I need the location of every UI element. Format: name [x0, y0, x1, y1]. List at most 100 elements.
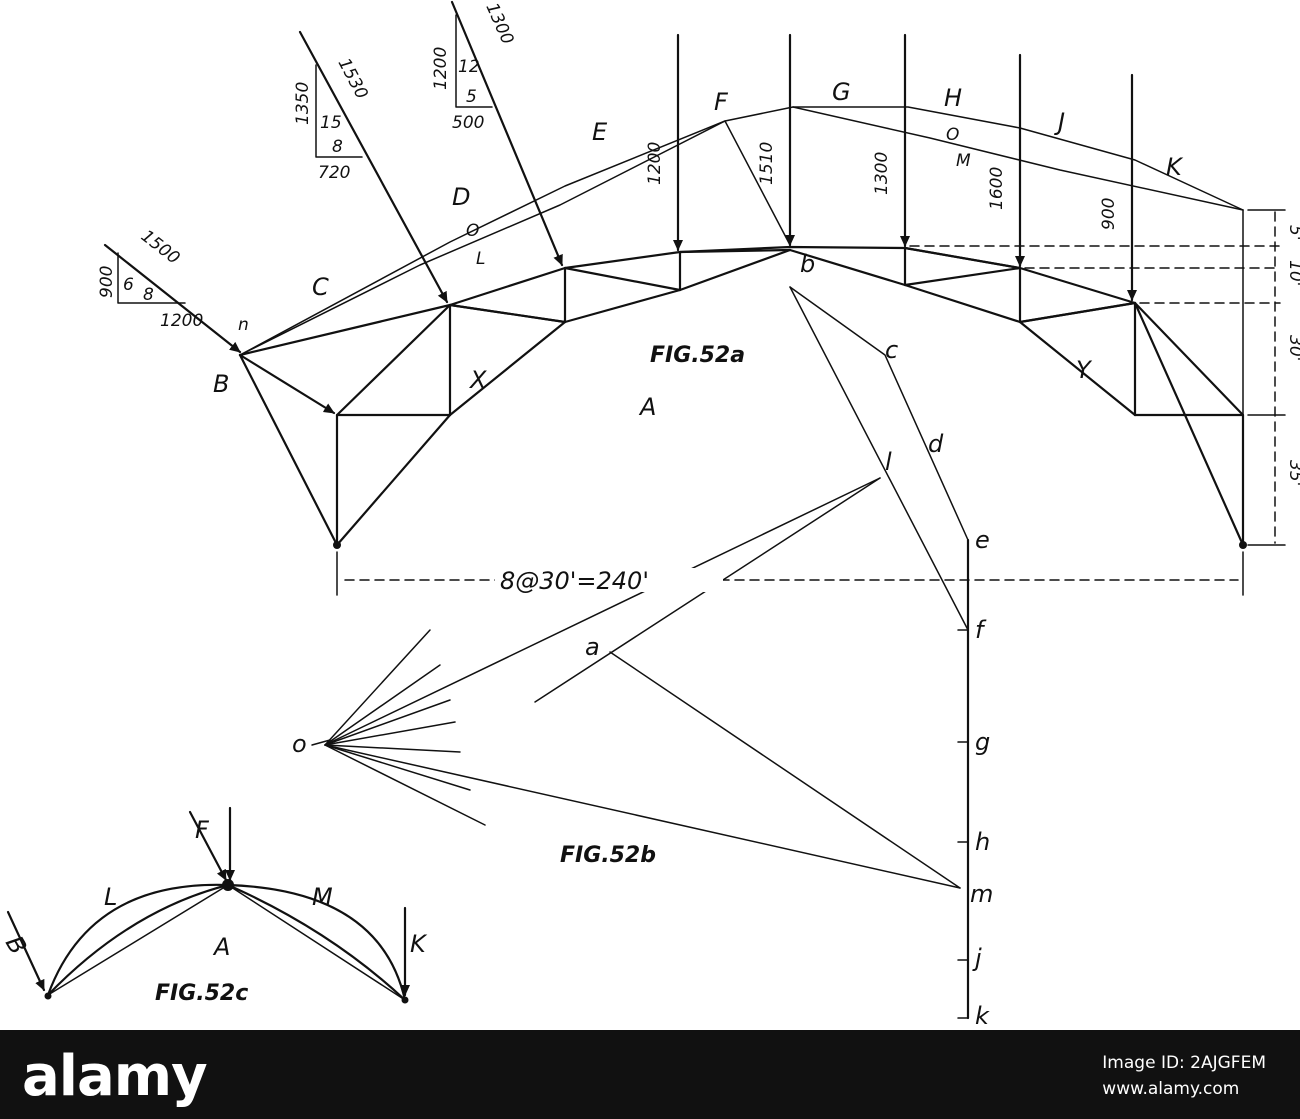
arch-label: L: [104, 883, 117, 911]
polygon-point-label: j: [972, 944, 982, 972]
polygon-point-label: c: [885, 336, 898, 364]
interior-label: X: [468, 366, 487, 394]
load-arrow-F-inclined: [188, 810, 228, 882]
ray: [324, 744, 471, 791]
polygon-point-label: h: [975, 828, 990, 856]
polygon-point-label: e: [975, 526, 990, 554]
ray: [324, 699, 451, 746]
load-component-vertical: 1350: [293, 82, 313, 125]
arch-label: K: [410, 930, 428, 958]
pole-tick: [311, 739, 331, 746]
load-arrow-B: [6, 910, 46, 992]
watermark-logo: alamy: [22, 1044, 208, 1109]
panel-label: G: [832, 78, 851, 106]
panel-label: E: [592, 118, 608, 146]
polygon-b-c-d-e: [789, 286, 969, 541]
truss-member: [1133, 301, 1245, 547]
panel-label: D: [452, 183, 470, 211]
interior-label: O: [946, 125, 959, 145]
rise-dimension-label: 35': [1285, 460, 1300, 486]
arch-curve-left-outer: [46, 883, 230, 997]
interior-label: n: [238, 315, 249, 335]
polygon-point-label: o: [292, 730, 307, 758]
load-component-vertical: 1200: [431, 47, 451, 90]
polygon-point-label: k: [975, 1002, 990, 1030]
line-of-pressure: [239, 106, 1244, 356]
crown-hinge: [222, 879, 234, 891]
truss-fig52a: [103, 0, 1286, 596]
ray-a-m: [609, 651, 961, 889]
load-component-slope: 15: [320, 113, 342, 133]
load-component-slope: 8: [332, 137, 343, 157]
truss-member: [563, 266, 682, 292]
truss-member: [903, 266, 1022, 287]
ray-o-m: [324, 744, 961, 889]
load-value: 1600: [987, 167, 1007, 210]
polygon-point-label: a: [585, 633, 600, 661]
truss-member: [448, 320, 567, 417]
arch-chord-left: [47, 884, 229, 996]
arch-support-left: [44, 992, 52, 1000]
watermark-bar: alamy Image ID: 2AJGFEM www.alamy.com: [0, 1030, 1300, 1119]
panel-label: F: [714, 88, 729, 116]
ray-b-f: [789, 286, 969, 631]
truss-member: [1018, 320, 1137, 417]
polygon-point-label: f: [975, 616, 987, 644]
truss-member: [1018, 301, 1137, 324]
load-arrow-D: [450, 0, 564, 267]
arch-label: F: [195, 816, 210, 844]
rise-dimension-label: 30': [1285, 335, 1300, 361]
interior-label: O: [466, 221, 479, 241]
load-value: 1500: [137, 226, 183, 268]
arch-curve-right-inner: [226, 883, 407, 1002]
structural-diagram: FIG.52a FIG.52b FIG.52c B C D E F G H J …: [0, 0, 1300, 1030]
closing-line-left: [239, 120, 726, 356]
span-dimension-label: 8@30'=240': [500, 567, 649, 595]
load-value: 900: [1099, 198, 1119, 230]
figure-labels: FIG.52a FIG.52b FIG.52c B C D E F G H J …: [0, 0, 1300, 1030]
load-component-vertical: 900: [97, 266, 117, 298]
load-value: 1510: [757, 142, 777, 185]
load-arrow-B: [103, 243, 242, 354]
closing-line-right: [792, 106, 1244, 211]
load-component-slope: 12: [458, 57, 480, 77]
polygon-point-label: l: [885, 448, 892, 476]
arch-chord-right: [227, 884, 406, 1001]
truss-member: [335, 413, 452, 547]
force-polygon-fig52b: [311, 286, 970, 1020]
load-component-horizontal: 1200: [160, 311, 203, 331]
panel-label: C: [312, 273, 329, 301]
arch-label: A: [212, 933, 230, 961]
load-component-slope: 6: [123, 275, 134, 295]
panel-label: H: [944, 84, 962, 112]
arch-support-right: [401, 996, 409, 1004]
interior-label: Y: [1076, 356, 1093, 384]
arch-label: M: [312, 883, 333, 911]
ray: [324, 721, 456, 746]
load-value: 1300: [872, 152, 892, 195]
ray-o-l: [324, 477, 881, 746]
truss-member: [678, 248, 792, 254]
load-value: 1200: [645, 142, 665, 185]
polygon-point-label: d: [928, 430, 944, 458]
polygon-point-label: m: [970, 880, 993, 908]
load-value: 1300: [481, 0, 517, 48]
load-component-horizontal: 500: [452, 113, 484, 133]
interior-label: M: [956, 151, 971, 171]
ray: [324, 744, 461, 753]
rise-dimension-label: 5': [1285, 225, 1300, 241]
truss-member: [903, 246, 1022, 270]
line-F-b: [724, 120, 791, 246]
arch-sketch-fig52c: [6, 806, 410, 1004]
truss-member: [238, 353, 339, 547]
load-component-horizontal: 720: [318, 163, 350, 183]
span-label-bg: [495, 568, 723, 592]
truss-top-chord: [238, 245, 1137, 357]
fig-label-52b: FIG.52b: [560, 843, 656, 868]
polygon-point-label: g: [975, 728, 990, 756]
panel-label: J: [1054, 108, 1065, 136]
fig-label-52a: FIG.52a: [650, 343, 745, 368]
rise-dimension-label: 10': [1285, 260, 1300, 286]
ray: [324, 664, 441, 746]
arch-curve-left-inner: [46, 883, 230, 997]
